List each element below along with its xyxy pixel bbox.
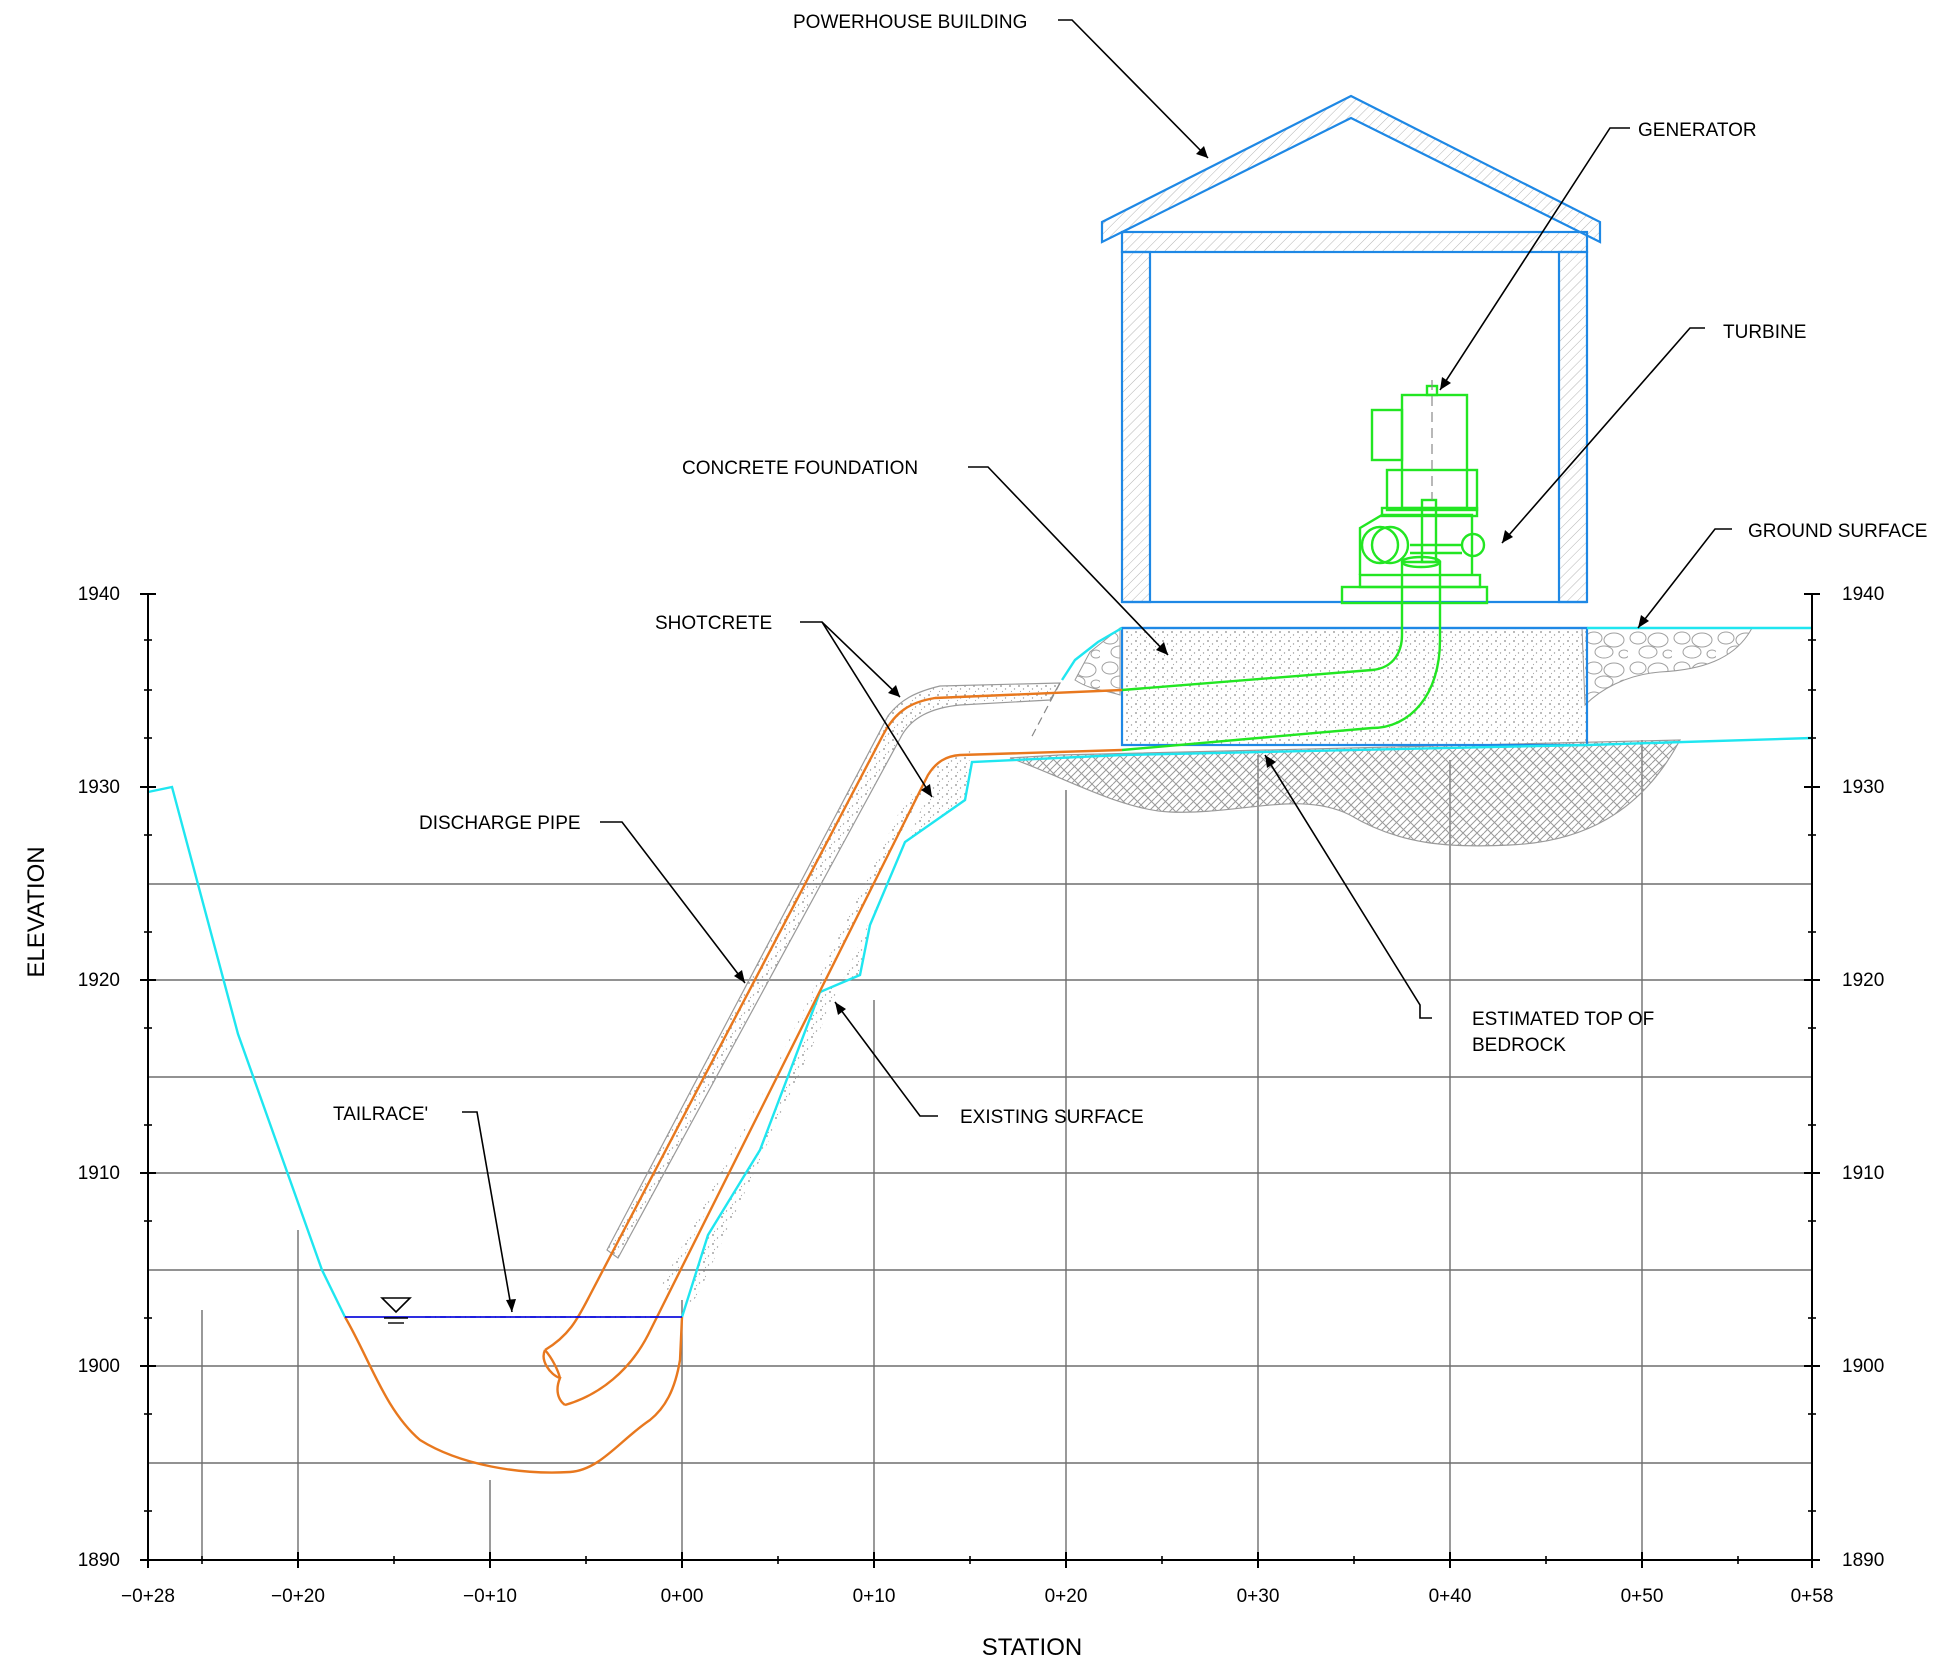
x-axis-title: STATION [982,1634,1082,1661]
leader-lines [462,19,1732,1313]
y-tick-label: 1930 [78,777,120,798]
shotcrete-lower [660,750,972,1290]
cobble-fill-left [1074,626,1121,696]
x-tick-label: −0+20 [271,1586,325,1607]
shotcrete-label: SHOTCRETE [655,613,772,634]
existing-surface-label: EXISTING SURFACE [960,1107,1144,1128]
x-tick-label: 0+30 [1237,1586,1280,1607]
y-tick-label-right: 1900 [1842,1356,1884,1377]
turbine-runner [1370,525,1410,565]
y-tick-label-right: 1910 [1842,1163,1884,1184]
y-tick-label: 1920 [78,970,120,991]
estimated-bedrock-label-line2: BEDROCK [1472,1035,1566,1056]
x-tick-label: −0+10 [463,1586,517,1607]
bedrock-zone [1009,739,1682,847]
turbine-label: TURBINE [1723,322,1806,343]
water-surface [345,1297,682,1324]
cobble-fill-right [1581,627,1753,707]
pipe-upper-wall [544,688,1123,1352]
x-tick-label: −0+28 [121,1586,175,1607]
grid-lines [148,740,1812,1560]
tailrace-channel [343,1316,684,1474]
concrete-foundation-label: CONCRETE FOUNDATION [682,458,918,479]
x-tick-label: 0+00 [661,1586,704,1607]
ground-surface-label: GROUND SURFACE [1748,521,1927,542]
turbine-generator [1121,380,1489,752]
penstock-bend [1121,560,1442,752]
x-tick-label: 0+50 [1621,1586,1664,1607]
discharge-pipe-label: DISCHARGE PIPE [419,813,581,834]
x-tick-label: 0+58 [1791,1586,1834,1607]
right-tick-labels: 1940 1930 1920 1910 1900 1890 [1842,584,1884,1571]
estimated-bedrock-label-line1: ESTIMATED TOP OF [1472,1009,1654,1030]
shotcrete-upper [606,682,1062,1259]
pipe-outlet [542,1349,566,1406]
x-tick-label: 0+10 [853,1586,896,1607]
left-tick-labels: 1940 1930 1920 1910 1900 1890 [78,584,120,1571]
tailrace-label: TAILRACE' [333,1104,428,1125]
y-tick-label-right: 1890 [1842,1550,1884,1571]
powerhouse-beam [1120,230,1589,254]
callout-labels: POWERHOUSE BUILDING GENERATOR TURBINE CO… [333,12,1927,1128]
powerhouse-building [1100,94,1602,630]
powerhouse-building-label: POWERHOUSE BUILDING [793,12,1027,33]
powerhouse-wall-right [1557,250,1589,604]
generator-label: GENERATOR [1638,120,1757,141]
water-level-symbol [380,1297,412,1314]
y-tick-label-right: 1920 [1842,970,1884,991]
y-tick-label: 1900 [78,1356,120,1377]
discharge-pipe [343,688,1123,1474]
y-tick-label: 1940 [78,584,120,605]
x-tick-label: 0+20 [1045,1586,1088,1607]
powerhouse-wall-left [1120,250,1152,604]
y-tick-label: 1910 [78,1163,120,1184]
y-tick-label-right: 1940 [1842,584,1884,605]
concrete-foundation [1120,626,1589,747]
x-tick-label: 0+40 [1429,1586,1472,1607]
generator-body [1400,393,1469,510]
existing-surface [147,626,1813,1318]
bottom-axis [147,1552,1813,1568]
turbine-base [1340,585,1489,605]
y-tick-label-right: 1930 [1842,777,1884,798]
powerhouse-roof [1100,94,1602,244]
y-tick-label: 1890 [78,1550,120,1571]
pipe-lower-wall [564,748,1123,1407]
bottom-tick-labels: −0+28 −0+20 −0+10 0+00 0+10 0+20 0+30 0+… [121,1586,1833,1607]
left-axis [140,593,156,1561]
y-axis-title: ELEVATION [23,846,50,977]
